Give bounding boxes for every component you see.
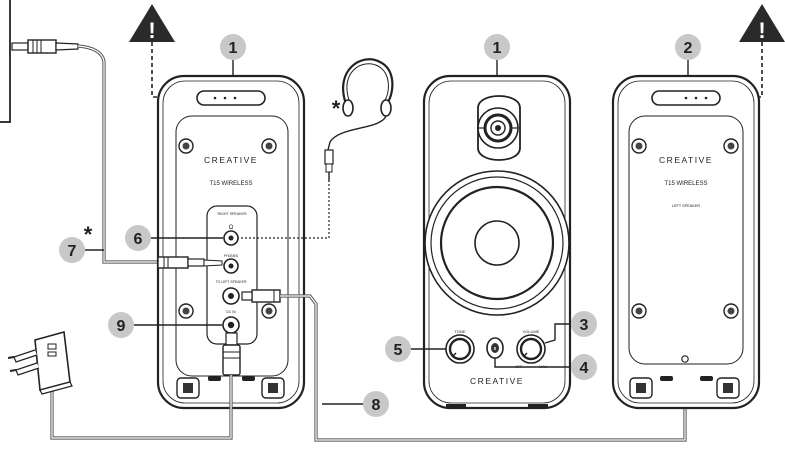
svg-text:Ω: Ω	[229, 225, 234, 231]
screw	[178, 303, 194, 319]
svg-text:VOLUME: VOLUME	[523, 329, 540, 334]
dotted-leader-headphones	[238, 184, 330, 239]
svg-text:9: 9	[117, 318, 126, 335]
brand-label: CREATIVE	[204, 155, 258, 165]
dc-power-plug	[222, 332, 241, 376]
screw	[178, 138, 194, 154]
screw	[631, 138, 647, 154]
power-adapter	[7, 330, 73, 395]
panel-title: RIGHT SPEAKER	[217, 212, 246, 216]
screw	[261, 138, 277, 154]
callout-6: 6	[125, 225, 151, 251]
front-speaker: TONE ʙ VOLUME OFF MAX CREATIVE	[422, 74, 572, 410]
screw	[631, 303, 647, 319]
source-cable-plug	[157, 256, 223, 269]
woofer	[424, 170, 570, 316]
svg-text:3: 3	[580, 317, 589, 334]
svg-text:7: 7	[68, 243, 77, 260]
source-plug	[11, 39, 79, 54]
svg-text:8: 8	[372, 397, 381, 414]
svg-text:PHONES: PHONES	[224, 254, 239, 258]
model-label: T15 WIRELESS	[209, 181, 252, 187]
asterisk-cable: *	[84, 222, 93, 247]
svg-text:4: 4	[580, 360, 589, 377]
callout-5: 5	[385, 336, 411, 362]
bluetooth-button[interactable]: ʙ	[486, 337, 504, 359]
speaker-foot	[629, 377, 653, 399]
callout-2: 2	[675, 34, 701, 60]
bluetooth-icon: ʙ	[494, 346, 497, 352]
warning-triangle-left: !	[129, 4, 175, 43]
callout-4: 4	[571, 354, 597, 380]
to-left-speaker-jack: TO LEFT SPEAKER	[216, 280, 247, 305]
left-speaker-rear: CREATIVE T15 WIRELESS LEFT SPEAKER	[611, 74, 761, 410]
svg-text:6: 6	[134, 231, 143, 248]
svg-text:DC IN: DC IN	[226, 310, 236, 314]
speaker-foot	[176, 377, 200, 399]
tweeter	[477, 95, 521, 161]
callout-7: 7	[59, 237, 85, 263]
headphones	[324, 58, 394, 182]
callout-3: 3	[571, 311, 597, 337]
brand-label: CREATIVE	[659, 155, 713, 165]
svg-text:TONE: TONE	[454, 329, 465, 334]
warning-triangle-right: !	[739, 4, 785, 43]
warning-symbol: !	[758, 18, 765, 43]
svg-text:5: 5	[394, 342, 403, 359]
callout-1-right-speaker: 1	[220, 34, 246, 60]
svg-text:2: 2	[684, 40, 693, 57]
svg-text:1: 1	[493, 40, 502, 57]
callout-leaders	[85, 60, 689, 405]
panel-title: LEFT SPEAKER	[672, 204, 700, 208]
aux-input-jack: PHONES	[223, 254, 239, 274]
svg-text:1: 1	[229, 40, 238, 57]
model-label: T15 WIRELESS	[664, 181, 707, 187]
asterisk-headphones: *	[332, 96, 341, 121]
left-speaker-cable-plug	[241, 289, 281, 303]
svg-text:TO LEFT SPEAKER: TO LEFT SPEAKER	[216, 280, 247, 284]
warning-symbol: !	[148, 18, 155, 43]
callout-9: 9	[108, 312, 134, 338]
volume-knob[interactable]: VOLUME OFF MAX	[515, 329, 547, 369]
dc-in-jack: DC IN	[222, 310, 240, 334]
speaker-link-input	[681, 355, 689, 363]
tone-knob[interactable]: TONE	[445, 329, 475, 364]
screw	[261, 303, 277, 319]
callout-1-front-speaker: 1	[484, 34, 510, 60]
brand-label: CREATIVE	[470, 376, 524, 386]
right-speaker-rear: CREATIVE T15 WIRELESS RIGHT SPEAKER Ω PH…	[156, 74, 306, 410]
screw	[723, 303, 739, 319]
speaker-foot	[716, 377, 740, 399]
screw	[723, 138, 739, 154]
speaker-foot	[261, 377, 285, 399]
callout-8: 8	[363, 391, 389, 417]
audio-source-box	[0, 0, 11, 123]
